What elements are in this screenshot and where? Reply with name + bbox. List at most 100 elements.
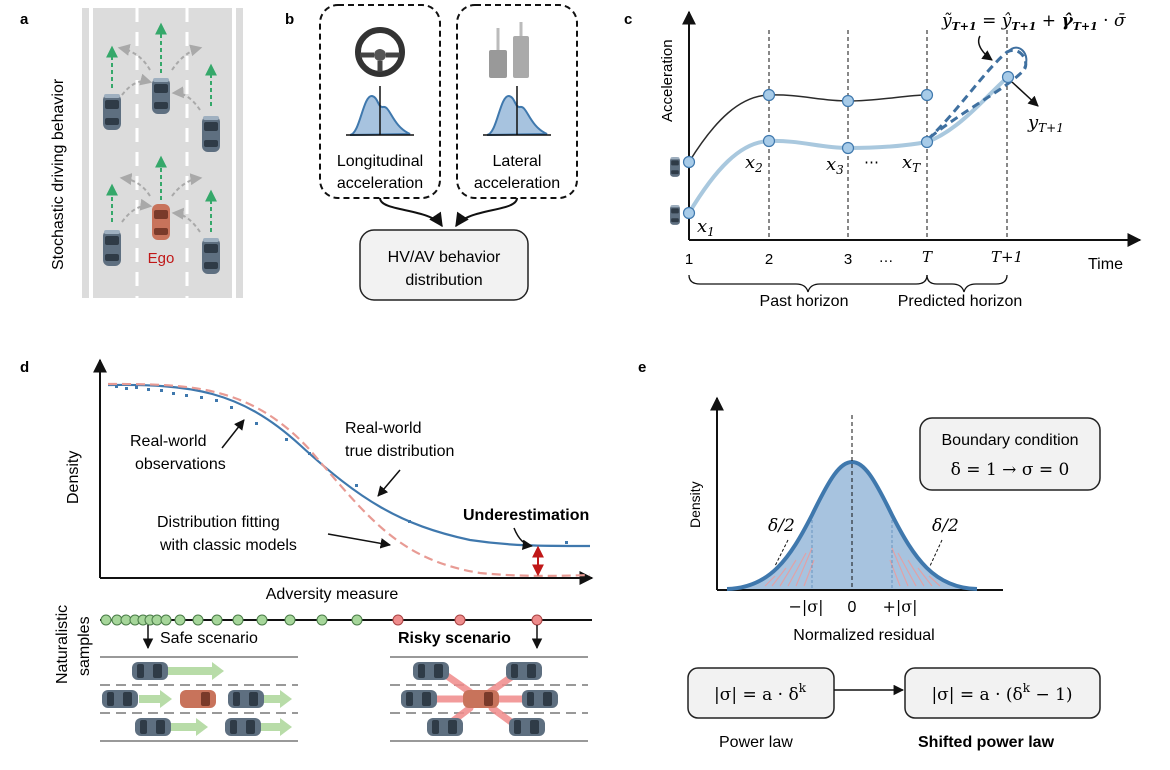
panel-c-xlabel: Time: [1088, 256, 1123, 273]
safe-sample-dot: [174, 614, 186, 626]
car-icon: [132, 662, 168, 680]
ego-car-icon: [180, 690, 216, 708]
ego-label: Ego: [148, 250, 175, 267]
tail-right-pointer: [929, 539, 943, 567]
prediction-band-dashed: [926, 48, 1028, 142]
c-points: [682, 70, 1015, 220]
true-line1: Real-world: [345, 420, 421, 437]
risky-scenario-illustration: [390, 656, 588, 742]
observation-point: [147, 388, 150, 391]
tail-right-label: δ/2: [932, 516, 959, 536]
safe-sample-dot: [284, 614, 296, 626]
safe-sample-dot: [100, 614, 112, 626]
obs-line1: Real-world: [130, 433, 206, 450]
panel-e-ylabel: Density: [687, 481, 703, 528]
shifted-power-law-box: [904, 667, 1101, 719]
green-motion-arrow: [167, 662, 224, 680]
shifted-power-law-equation: |σ| = a · (δk − 1): [931, 681, 1072, 705]
safe-sample-dot: [211, 614, 223, 626]
longitudinal-box: [319, 4, 441, 199]
panel-a-side-label: Stochastic driving behavior: [50, 78, 67, 270]
power-law-equation: |σ| = a · δk: [714, 681, 807, 705]
true-distribution-curve: [107, 383, 591, 548]
safe-samples: [100, 614, 363, 626]
observation-point: [172, 392, 175, 395]
underestimation-pointer: [513, 527, 534, 551]
ego-car-icon: [152, 204, 170, 240]
true-line2: true distribution: [345, 443, 454, 460]
car-icon: [225, 718, 261, 736]
green-motion-arrow: [139, 690, 172, 708]
safe-sample-dot: [192, 614, 204, 626]
green-motion-arrow: [263, 690, 292, 708]
car-icon: [228, 690, 264, 708]
car-icon: [152, 78, 170, 114]
grey-arrow: [117, 44, 151, 71]
car-icon: [506, 662, 542, 680]
observation-point: [285, 438, 288, 441]
car-icon: [202, 238, 220, 274]
y-pointer-arrow: [1011, 81, 1039, 107]
tail-left-label: δ/2: [768, 516, 795, 536]
prediction-band-tip: [1007, 46, 1028, 69]
panel-c-letter: c: [624, 11, 632, 28]
panel-a: a Stochastic driving behavior E: [20, 8, 243, 298]
observation-point: [255, 422, 258, 425]
grey-arrow: [121, 73, 153, 96]
risky-sample-dot: [531, 614, 543, 626]
boundary-title: Boundary condition: [942, 432, 1079, 449]
observation-point: [135, 386, 138, 389]
safe-scenario-illustration: [100, 656, 298, 742]
observation-point: [200, 396, 203, 399]
car-icon: [103, 94, 121, 130]
box2-label-line2: acceleration: [474, 175, 560, 192]
label-x2: x2: [745, 152, 763, 175]
c-xtick-1: 1: [685, 251, 693, 268]
car-icon: [202, 116, 220, 152]
panel-e-letter: e: [638, 359, 646, 376]
safe-sample-dot: [232, 614, 244, 626]
predicted-horizon-brace: [926, 274, 1008, 293]
true-arrow: [377, 469, 401, 497]
observation-point: [115, 385, 118, 388]
fit-arrow: [327, 533, 392, 549]
connector-arrow: [455, 197, 518, 228]
data-point: [920, 135, 934, 149]
result-line2: distribution: [405, 272, 482, 289]
formula: ỹT+1 = ŷT+1 + γ̂T+1 · σ̄: [941, 11, 1126, 33]
label-x3: x3: [826, 154, 844, 177]
green-motion-arrow: [260, 718, 292, 736]
panel-d-letter: d: [20, 359, 29, 376]
car-icon: [401, 690, 437, 708]
observation-point: [565, 541, 568, 544]
car-icon: [103, 230, 121, 266]
left-tail-hatch: [764, 547, 815, 587]
data-point: [841, 141, 855, 155]
lateral-distribution: [483, 86, 551, 136]
power-law-label: Power law: [719, 734, 793, 751]
shifted-power-law-label: Shifted power law: [918, 734, 1055, 751]
safe-label: Safe scenario: [160, 630, 258, 647]
risky-sample-dot: [392, 614, 404, 626]
safe-sample-dot: [256, 614, 268, 626]
car-icon: [413, 662, 449, 680]
observation-point: [308, 452, 311, 455]
connector-arrow: [379, 197, 443, 228]
safe-sample-dot: [316, 614, 328, 626]
car-icon: [427, 718, 463, 736]
grey-arrow: [121, 198, 153, 223]
density-curve: [726, 459, 978, 591]
e-xtick-plus: +|σ|: [882, 597, 917, 616]
risky-samples: [392, 614, 543, 626]
panel-b-letter: b: [285, 11, 294, 28]
e-xtick-zero: 0: [848, 599, 857, 616]
panel-d-ylabel: Density: [65, 451, 82, 504]
green-motion-arrow: [170, 718, 208, 736]
car-icon: [670, 157, 680, 177]
observation-point: [160, 389, 163, 392]
panel-e: e Density δ/2 δ/2 −|σ| 0 +|σ| Normalized…: [638, 359, 1101, 751]
result-line1: HV/AV behavior: [388, 249, 501, 266]
c-xtick-T1: T+1: [991, 248, 1023, 266]
car-icon: [135, 718, 171, 736]
